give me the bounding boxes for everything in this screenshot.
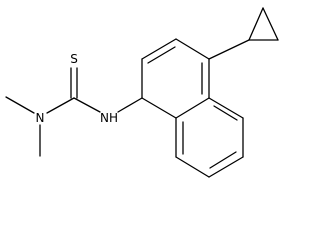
nh-thiocarbonyl-bond bbox=[73, 97, 101, 113]
double-bond-inner bbox=[213, 105, 238, 121]
bond bbox=[248, 7, 264, 41]
bond bbox=[141, 97, 177, 119]
dimethylamino-nitrogen-label: N bbox=[36, 111, 45, 125]
carbon-nitrogen-bond bbox=[46, 97, 75, 114]
methyl-bond-upper bbox=[5, 96, 35, 114]
bond bbox=[175, 156, 210, 178]
bond bbox=[208, 156, 244, 178]
double-bond-inner bbox=[147, 46, 176, 64]
cyclopropyl-attachment-bond bbox=[208, 39, 250, 60]
amine-naphthyl-bond bbox=[117, 97, 143, 113]
sulfur-atom-label: S bbox=[70, 52, 78, 66]
amide-nitrogen-label: NH bbox=[100, 111, 118, 125]
double-bond-inner bbox=[209, 151, 237, 169]
chemical-structure-diagram: S N NH bbox=[5, 7, 279, 178]
naphthalene-lower-ring bbox=[175, 97, 244, 178]
bond bbox=[262, 7, 279, 41]
bond bbox=[208, 97, 244, 119]
naphthalene-upper-ring bbox=[141, 38, 210, 119]
bond bbox=[141, 38, 177, 60]
bond bbox=[175, 97, 210, 119]
bond bbox=[175, 38, 210, 60]
cyclopropyl-ring bbox=[248, 7, 279, 41]
